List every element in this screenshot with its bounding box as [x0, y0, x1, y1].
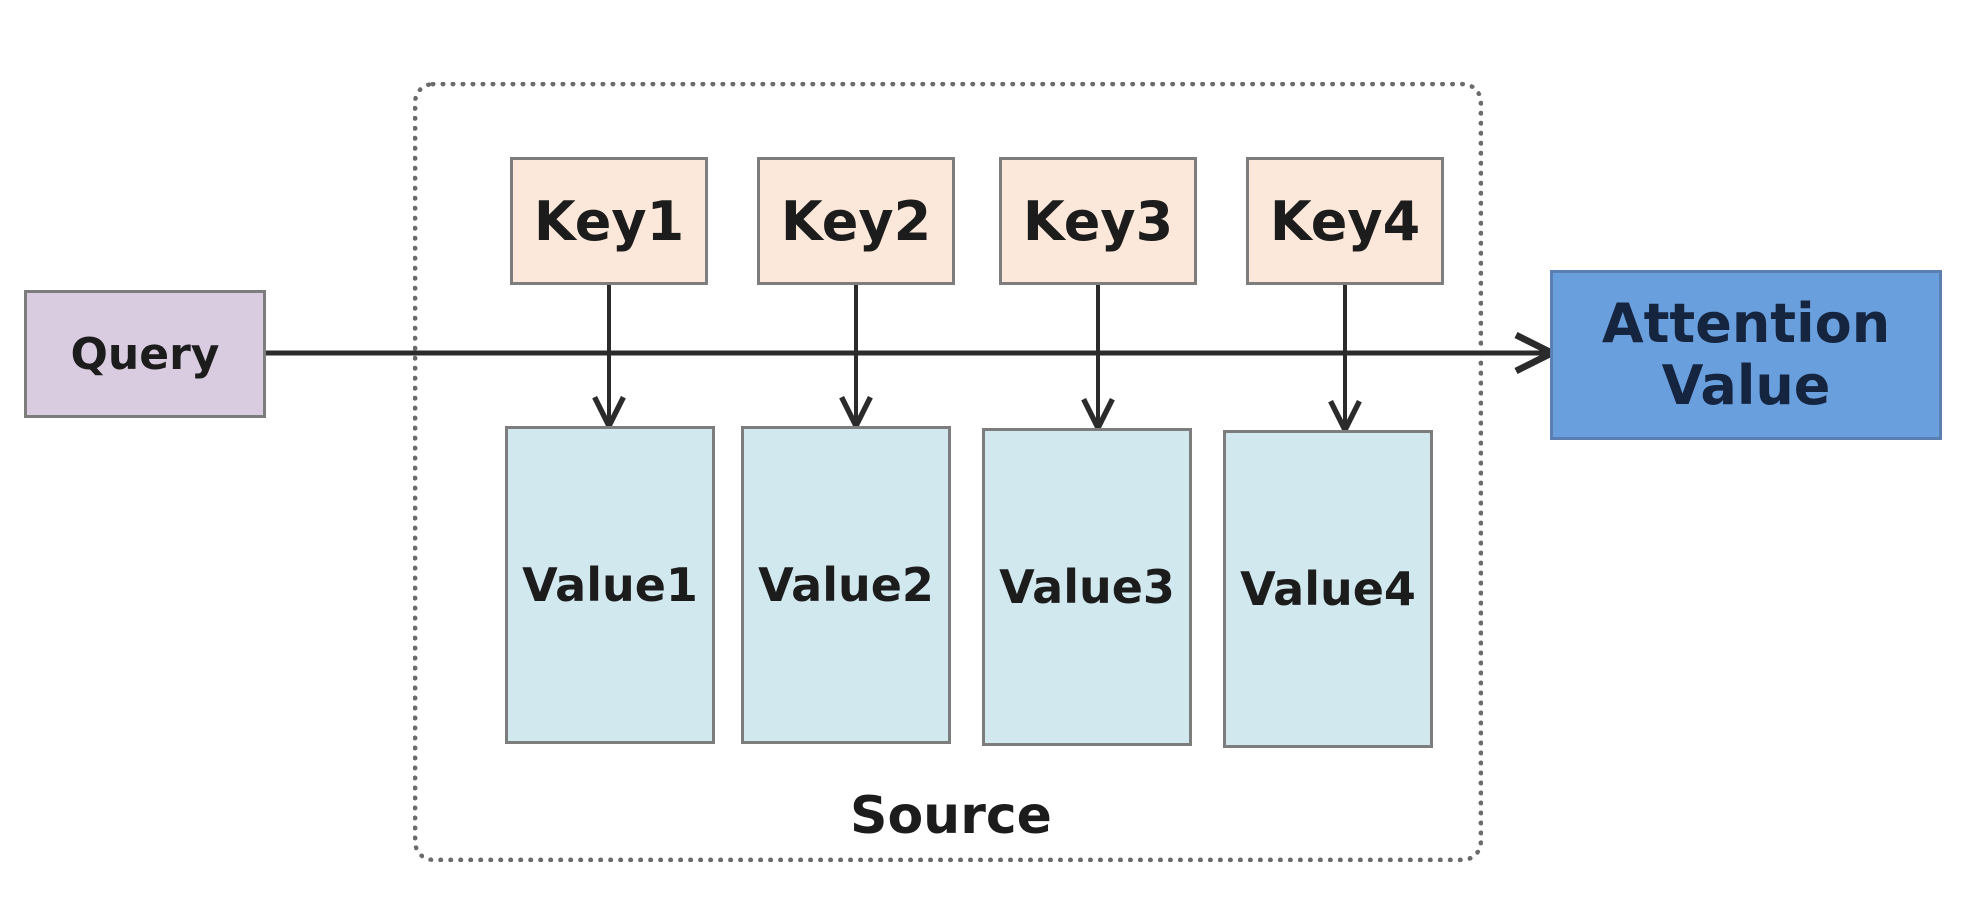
source-container	[413, 82, 1483, 862]
value4-box: Value4	[1223, 430, 1433, 748]
attention-label-line2: Value	[1661, 354, 1831, 417]
attention-value-label: Attention Value	[1602, 293, 1890, 417]
attention-label-line1: Attention	[1601, 292, 1891, 355]
key2-label: Key2	[780, 189, 932, 253]
value4-label: Value4	[1240, 562, 1416, 616]
key2-box: Key2	[757, 157, 955, 285]
value1-label: Value1	[522, 558, 698, 612]
value2-box: Value2	[741, 426, 951, 744]
key3-label: Key3	[1022, 189, 1174, 253]
key4-box: Key4	[1246, 157, 1444, 285]
source-label: Source	[850, 786, 1052, 846]
value3-box: Value3	[982, 428, 1192, 746]
value3-label: Value3	[999, 560, 1175, 614]
key1-box: Key1	[510, 157, 708, 285]
key4-label: Key4	[1269, 189, 1421, 253]
value1-box: Value1	[505, 426, 715, 744]
key1-label: Key1	[533, 189, 685, 253]
key3-box: Key3	[999, 157, 1197, 285]
query-box: Query	[24, 290, 266, 418]
query-label: Query	[70, 328, 220, 380]
attention-value-box: Attention Value	[1550, 270, 1942, 440]
value2-label: Value2	[758, 558, 934, 612]
